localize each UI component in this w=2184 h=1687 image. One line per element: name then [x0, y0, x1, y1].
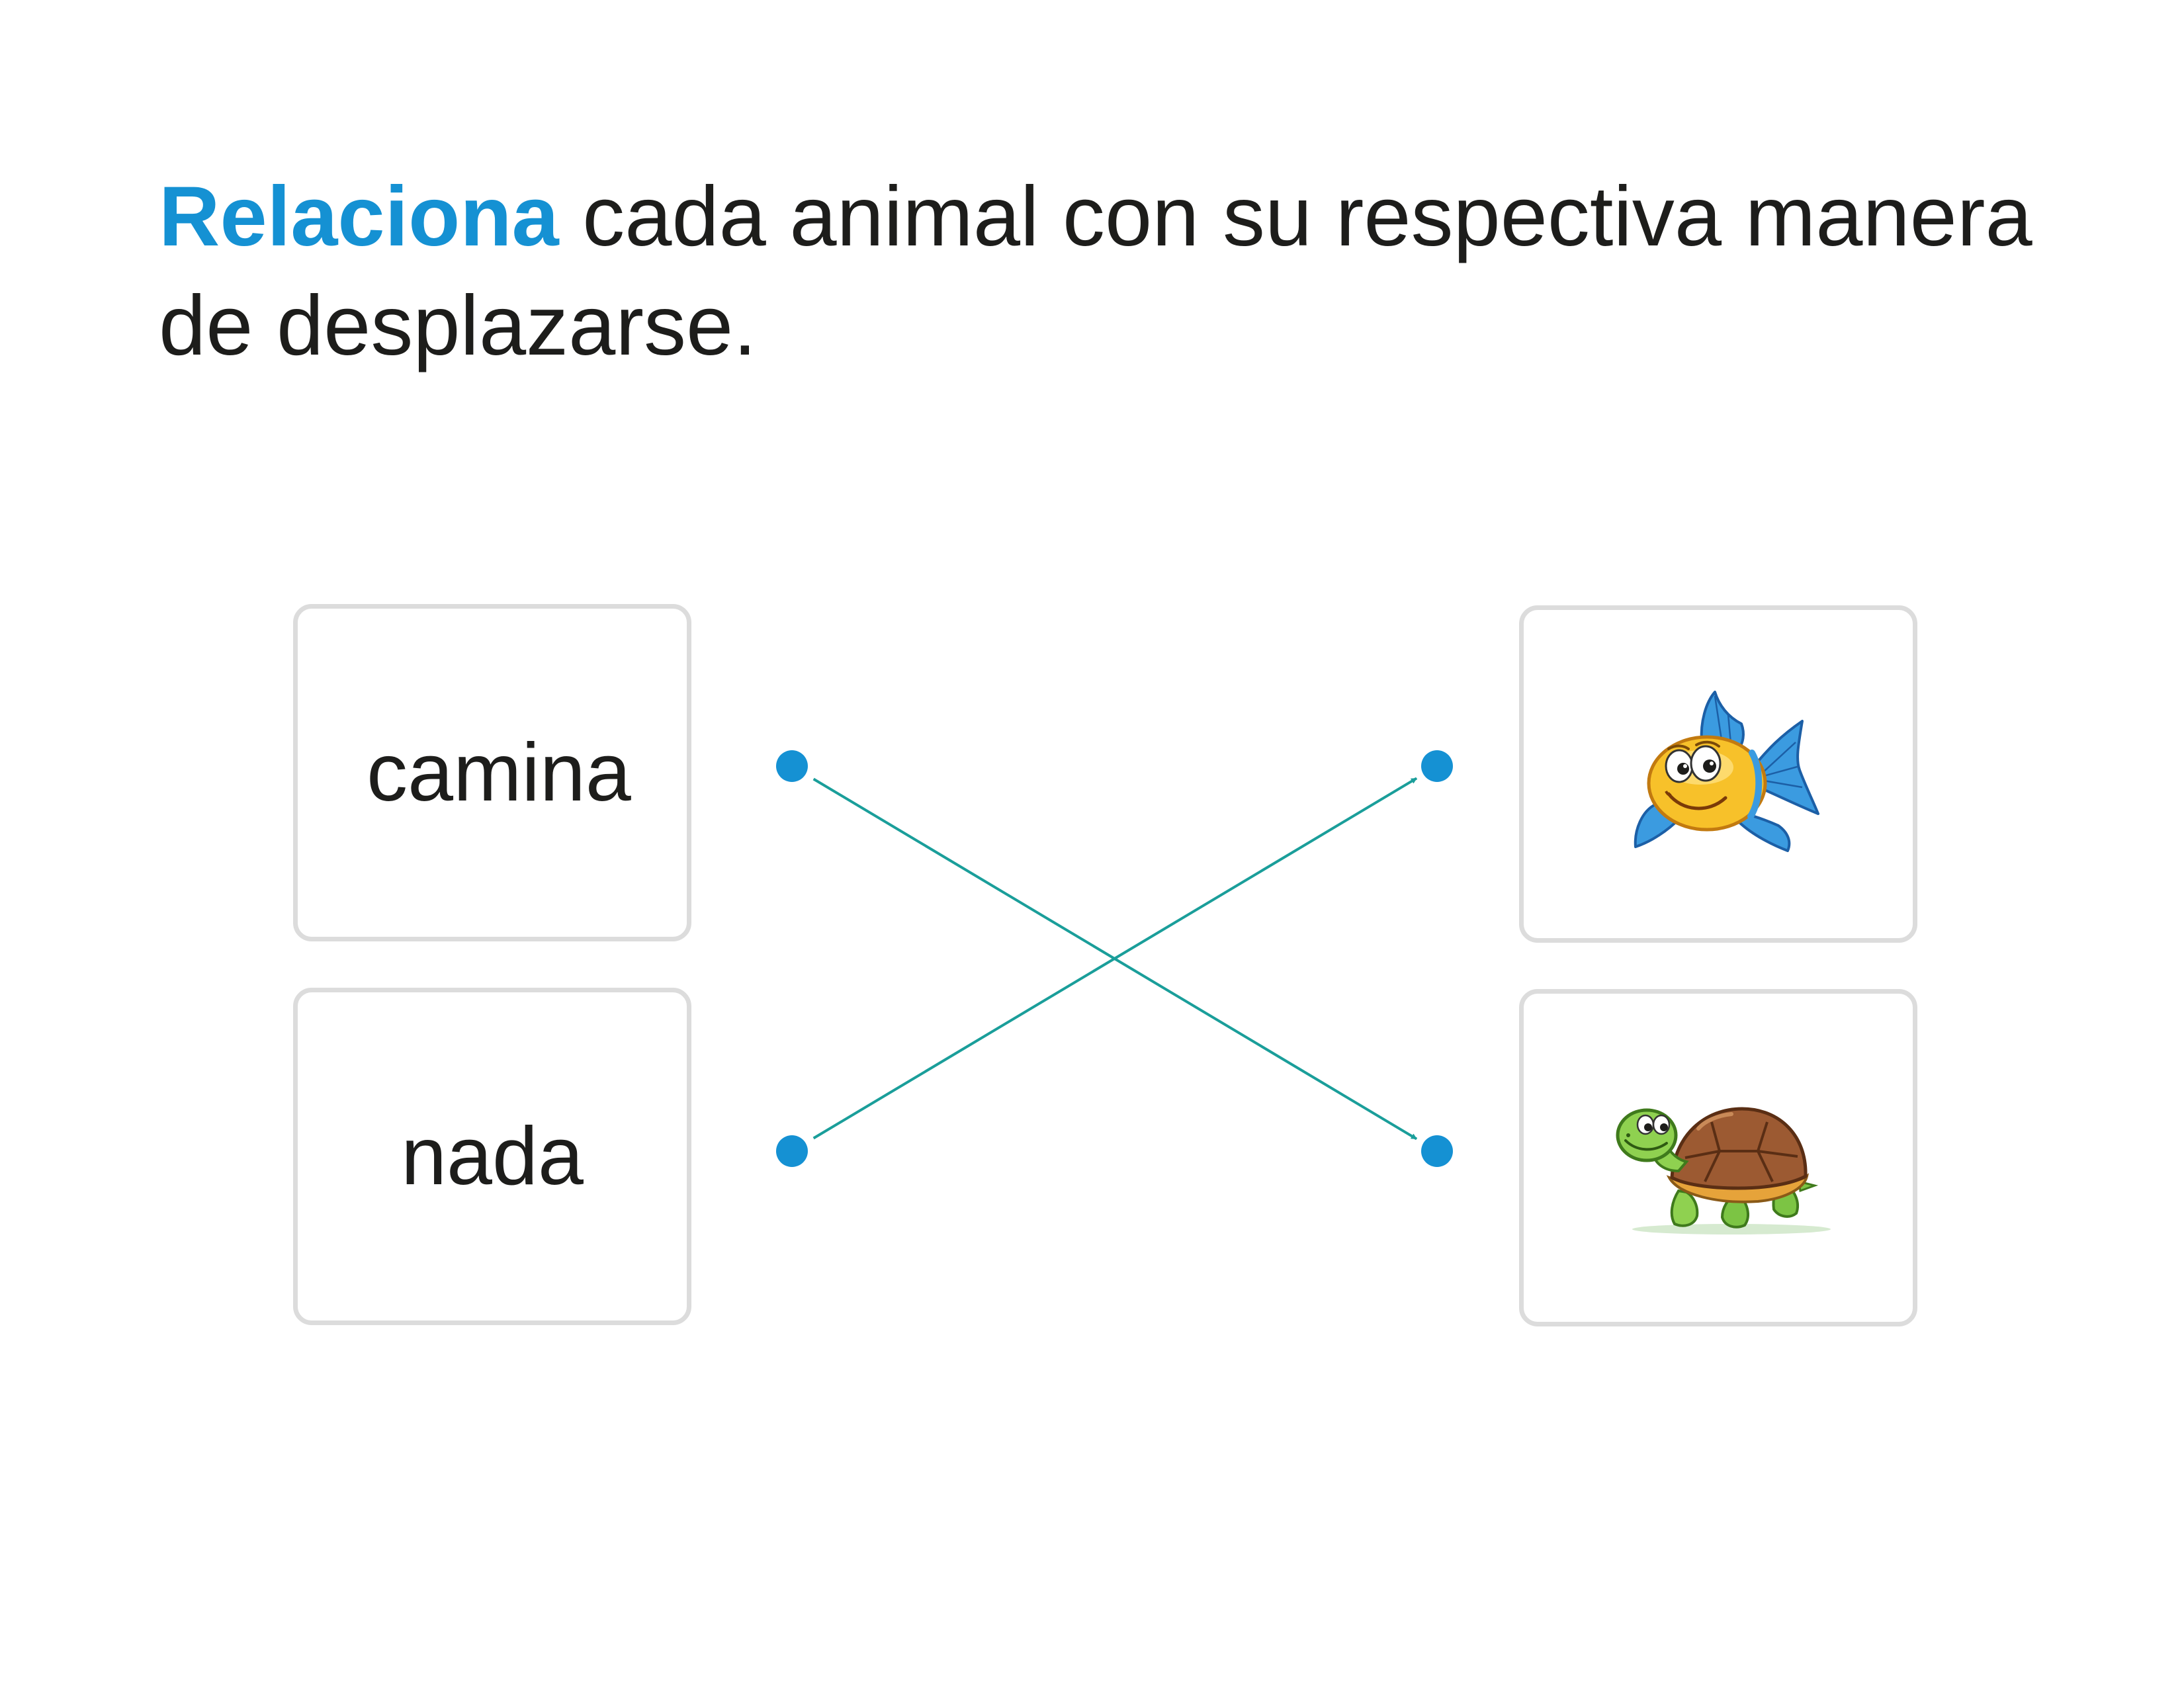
- word-card-nada[interactable]: nada: [293, 988, 691, 1325]
- turtle-icon: [1616, 1107, 1831, 1234]
- connection-arrow-camina: [812, 777, 1418, 1141]
- instruction-keyword: Relaciona: [159, 169, 559, 264]
- right-dot-turtle[interactable]: [1421, 1135, 1453, 1167]
- instruction-text: Relaciona cada animal con su respectiva …: [159, 162, 2077, 380]
- left-dot-nada[interactable]: [776, 1135, 808, 1167]
- left-dot-camina[interactable]: [776, 750, 808, 782]
- word-card-camina[interactable]: camina: [293, 604, 691, 941]
- connection-arrow-nada: [812, 777, 1418, 1140]
- word-label: camina: [367, 727, 631, 818]
- picture-card-turtle[interactable]: [1519, 989, 1917, 1326]
- word-label: nada: [401, 1111, 584, 1202]
- instruction-rest: cada animal con su respectiva manera de …: [159, 169, 2032, 373]
- right-dot-fish[interactable]: [1421, 750, 1453, 782]
- picture-card-fish[interactable]: [1519, 605, 1917, 943]
- fish-icon: [1634, 691, 1819, 852]
